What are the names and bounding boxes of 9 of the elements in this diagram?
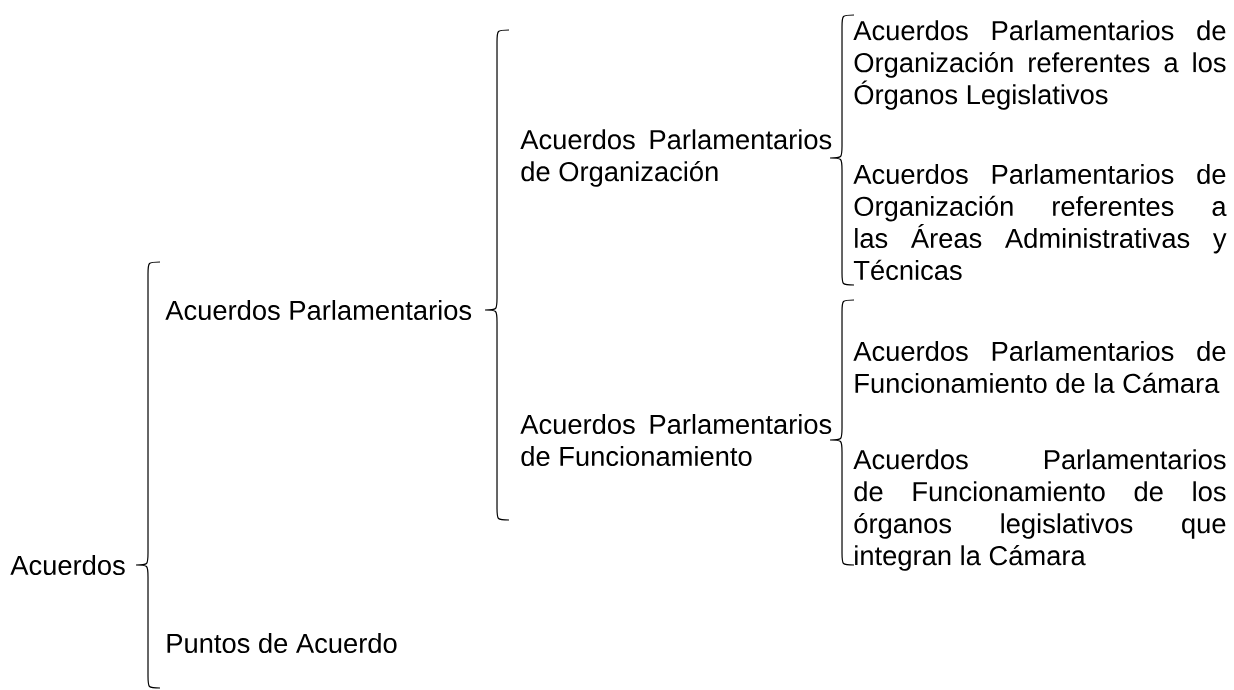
- text-label: Acuerdos: [10, 554, 125, 576]
- text-label: Acuerdos Parlamentarios de Funcionamiento de la Cámara: [853, 340, 1226, 394]
- text-label: Acuerdos Parlamentarios de Organización: [520, 129, 832, 187]
- text-label: Acuerdos Parlamentarios de Funcionamiento: [520, 413, 832, 467]
- text-label: Acuerdos Parlamentarios de Funcionamiento de los órganos legislativos que integran la Cámara: [853, 449, 1226, 571]
- text-label: Puntos de Acuerdo: [167, 632, 397, 654]
- text-label: Acuerdos Parlamentarios: [165, 299, 472, 321]
- text-label: Acuerdos Parlamentarios de Organización referentes a las Áreas Administrativas y Técnicas: [853, 163, 1227, 281]
- text-label: Acuerdos Parlamentarios de Organización referentes a los Órganos Legislativos: [853, 20, 1226, 110]
